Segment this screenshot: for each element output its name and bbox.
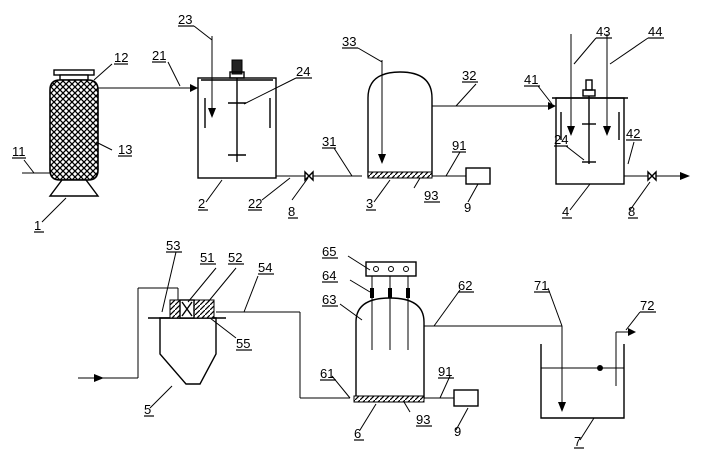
label-43: 43 (596, 24, 610, 39)
valve-8-a (304, 170, 314, 182)
label-65: 65 (322, 244, 336, 259)
label-31: 31 (322, 134, 336, 149)
label-11: 11 (12, 144, 26, 159)
label-64: 64 (322, 268, 336, 283)
label-53: 53 (166, 238, 180, 253)
settler-5-body (159, 317, 217, 385)
blower-9-a (465, 167, 491, 185)
label-8-b: 8 (628, 204, 635, 219)
label-55: 55 (236, 336, 250, 351)
label-91-a: 91 (452, 138, 466, 153)
label-7: 7 (574, 434, 581, 449)
labels: 1 11 12 13 2 21 22 23 24 3 31 32 33 91 9… (12, 12, 664, 449)
outlet-42 (624, 170, 690, 182)
label-23: 23 (178, 12, 192, 27)
unit-6-electro-reactor (353, 261, 479, 407)
unit-5-settler (78, 287, 350, 399)
packed-column-body (49, 79, 99, 181)
leader-lines (23, 61, 651, 441)
blower-9-b (453, 389, 479, 407)
unit-3-reactor (367, 60, 491, 185)
label-24-b: 24 (554, 132, 568, 147)
label-8-a: 8 (288, 204, 295, 219)
unit-1-packed-column (22, 69, 100, 197)
label-41: 41 (524, 72, 538, 87)
power-supply-65 (365, 261, 417, 277)
unit-7-final-tank (540, 328, 636, 419)
column-base (48, 179, 100, 197)
label-93-b: 93 (416, 412, 430, 427)
label-3: 3 (366, 196, 373, 211)
unit-4-mixing-tank (552, 34, 628, 185)
label-12: 12 (114, 50, 128, 65)
aerator-93-a (367, 171, 433, 179)
reactor-3-body (367, 71, 433, 177)
label-91-b: 91 (438, 364, 452, 379)
pipe-62-71 (424, 325, 566, 412)
label-71: 71 (534, 278, 548, 293)
label-4: 4 (562, 204, 569, 219)
agitator-4-mount (582, 89, 596, 97)
label-22: 22 (248, 196, 262, 211)
label-24-a: 24 (296, 64, 310, 79)
label-63: 63 (322, 292, 336, 307)
unit-2-stirred-tank (197, 36, 277, 179)
label-33: 33 (342, 34, 356, 49)
label-6: 6 (354, 426, 361, 441)
label-5: 5 (144, 402, 151, 417)
label-51: 51 (200, 250, 214, 265)
label-72: 72 (640, 298, 654, 313)
pipe-22 (276, 170, 362, 182)
pipe-32 (432, 102, 556, 110)
label-9-b: 9 (454, 424, 461, 439)
label-44: 44 (648, 24, 662, 39)
label-21: 21 (152, 48, 166, 63)
label-42: 42 (626, 126, 640, 141)
label-1: 1 (34, 218, 41, 233)
label-9-a: 9 (464, 200, 471, 215)
agitator-4-motor (585, 79, 593, 91)
agitator-motor (231, 59, 243, 75)
aerator-93-b (353, 395, 425, 403)
label-61: 61 (320, 366, 334, 381)
label-54: 54 (258, 260, 272, 275)
label-2: 2 (198, 196, 205, 211)
valve-8-b (647, 170, 657, 182)
label-13: 13 (118, 142, 132, 157)
column-top-cap (53, 69, 95, 76)
tank-7-body (540, 344, 625, 419)
label-52: 52 (228, 250, 242, 265)
pipe-21 (98, 84, 198, 92)
label-93-a: 93 (424, 188, 438, 203)
label-62: 62 (458, 278, 472, 293)
label-32: 32 (462, 68, 476, 83)
